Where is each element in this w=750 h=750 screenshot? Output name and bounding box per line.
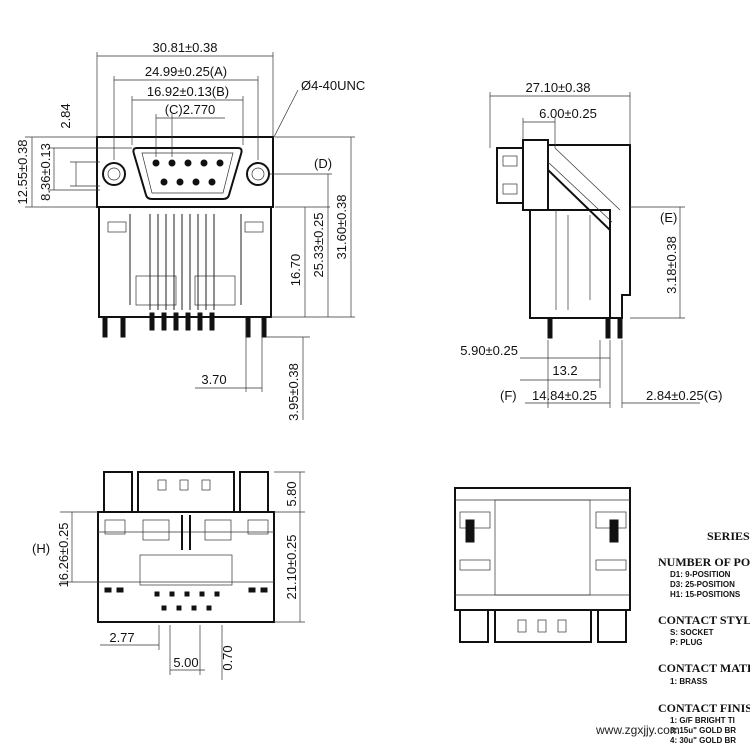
watermark: www.zgxjjy.com <box>595 723 680 737</box>
front-view: 30.81±0.38 24.99±0.25(A) 16.92±0.13(B) (… <box>15 40 365 421</box>
bottom-5-00: 5.00 <box>173 655 198 670</box>
ordering-legend: SERIES NUMBER OF PO D1: 9-POSITION D3: 2… <box>658 529 750 745</box>
style-item: S: SOCKET <box>670 628 714 637</box>
dim-12-55: 12.55±0.38 <box>15 140 30 205</box>
dim-25-33: 25.33±0.25 <box>311 213 326 278</box>
series-label: SERIES <box>707 529 750 543</box>
material-item: 1: BRASS <box>670 677 708 686</box>
bottom-0-70: 0.70 <box>220 645 235 670</box>
side-13-2: 13.2 <box>552 363 577 378</box>
thread-text: 4-40UNC <box>311 78 365 93</box>
thread-dim: Ø4-40UNC <box>301 78 365 93</box>
dim-a: 24.99±0.25(A) <box>145 64 227 79</box>
dim-2-84: 2.84 <box>58 103 73 128</box>
dim-3-70: 3.70 <box>201 372 226 387</box>
side-5-90: 5.90±0.25 <box>460 343 518 358</box>
top-5-80: 5.80 <box>284 481 299 506</box>
position-item: H1: 15-POSITIONS <box>670 590 741 599</box>
dim-f: (F) <box>500 388 517 403</box>
side-27-10: 27.10±0.38 <box>526 80 591 95</box>
dim-e: (E) <box>660 210 677 225</box>
dim-h: (H) <box>32 541 50 556</box>
style-item: P: PLUG <box>670 638 702 647</box>
positions-header: NUMBER OF PO <box>658 555 750 569</box>
dim-b: 16.92±0.13(B) <box>147 84 229 99</box>
side-14-84: 14.84±0.25 <box>532 388 597 403</box>
bottom-16-26: 16.26±0.25 <box>56 523 71 588</box>
dim-d: (D) <box>314 156 332 171</box>
bottom-2-77: 2.77 <box>109 630 134 645</box>
finish-item: 3: 15u" GOLD BR <box>670 726 736 735</box>
dim-8-36: 8.36±0.13 <box>38 143 53 201</box>
position-item: D3: 25-POSITION <box>670 580 735 589</box>
dim-16-70: 16.70 <box>288 254 303 287</box>
position-item: D1: 9-POSITION <box>670 570 731 579</box>
side-6-00: 6.00±0.25 <box>539 106 597 121</box>
finish-item: 4: 30u" GOLD BR <box>670 736 736 745</box>
bottom-21-10: 21.10±0.25 <box>284 535 299 600</box>
overall-width-dim: 30.81±0.38 <box>153 40 218 55</box>
material-header: CONTACT MATE <box>658 661 750 675</box>
dim-c: (C)2.770 <box>165 102 216 117</box>
dim-3-95: 3.95±0.38 <box>286 363 301 421</box>
finish-header: CONTACT FINIS <box>658 701 750 715</box>
side-view: 27.10±0.38 6.00±0.25 (E) 3.18±0.38 5.90±… <box>460 80 723 408</box>
bottom-view: (H) 16.26±0.25 5.80 21.10±0.25 2.77 5.00… <box>32 471 305 680</box>
side-3-18: 3.18±0.38 <box>664 236 679 294</box>
rear-view <box>454 487 631 643</box>
style-header: CONTACT STYLE <box>658 613 750 627</box>
dim-g: 2.84±0.25(G) <box>646 388 723 403</box>
dim-31-60: 31.60±0.38 <box>334 195 349 260</box>
finish-item: 1: G/F BRIGHT TI <box>670 716 735 725</box>
